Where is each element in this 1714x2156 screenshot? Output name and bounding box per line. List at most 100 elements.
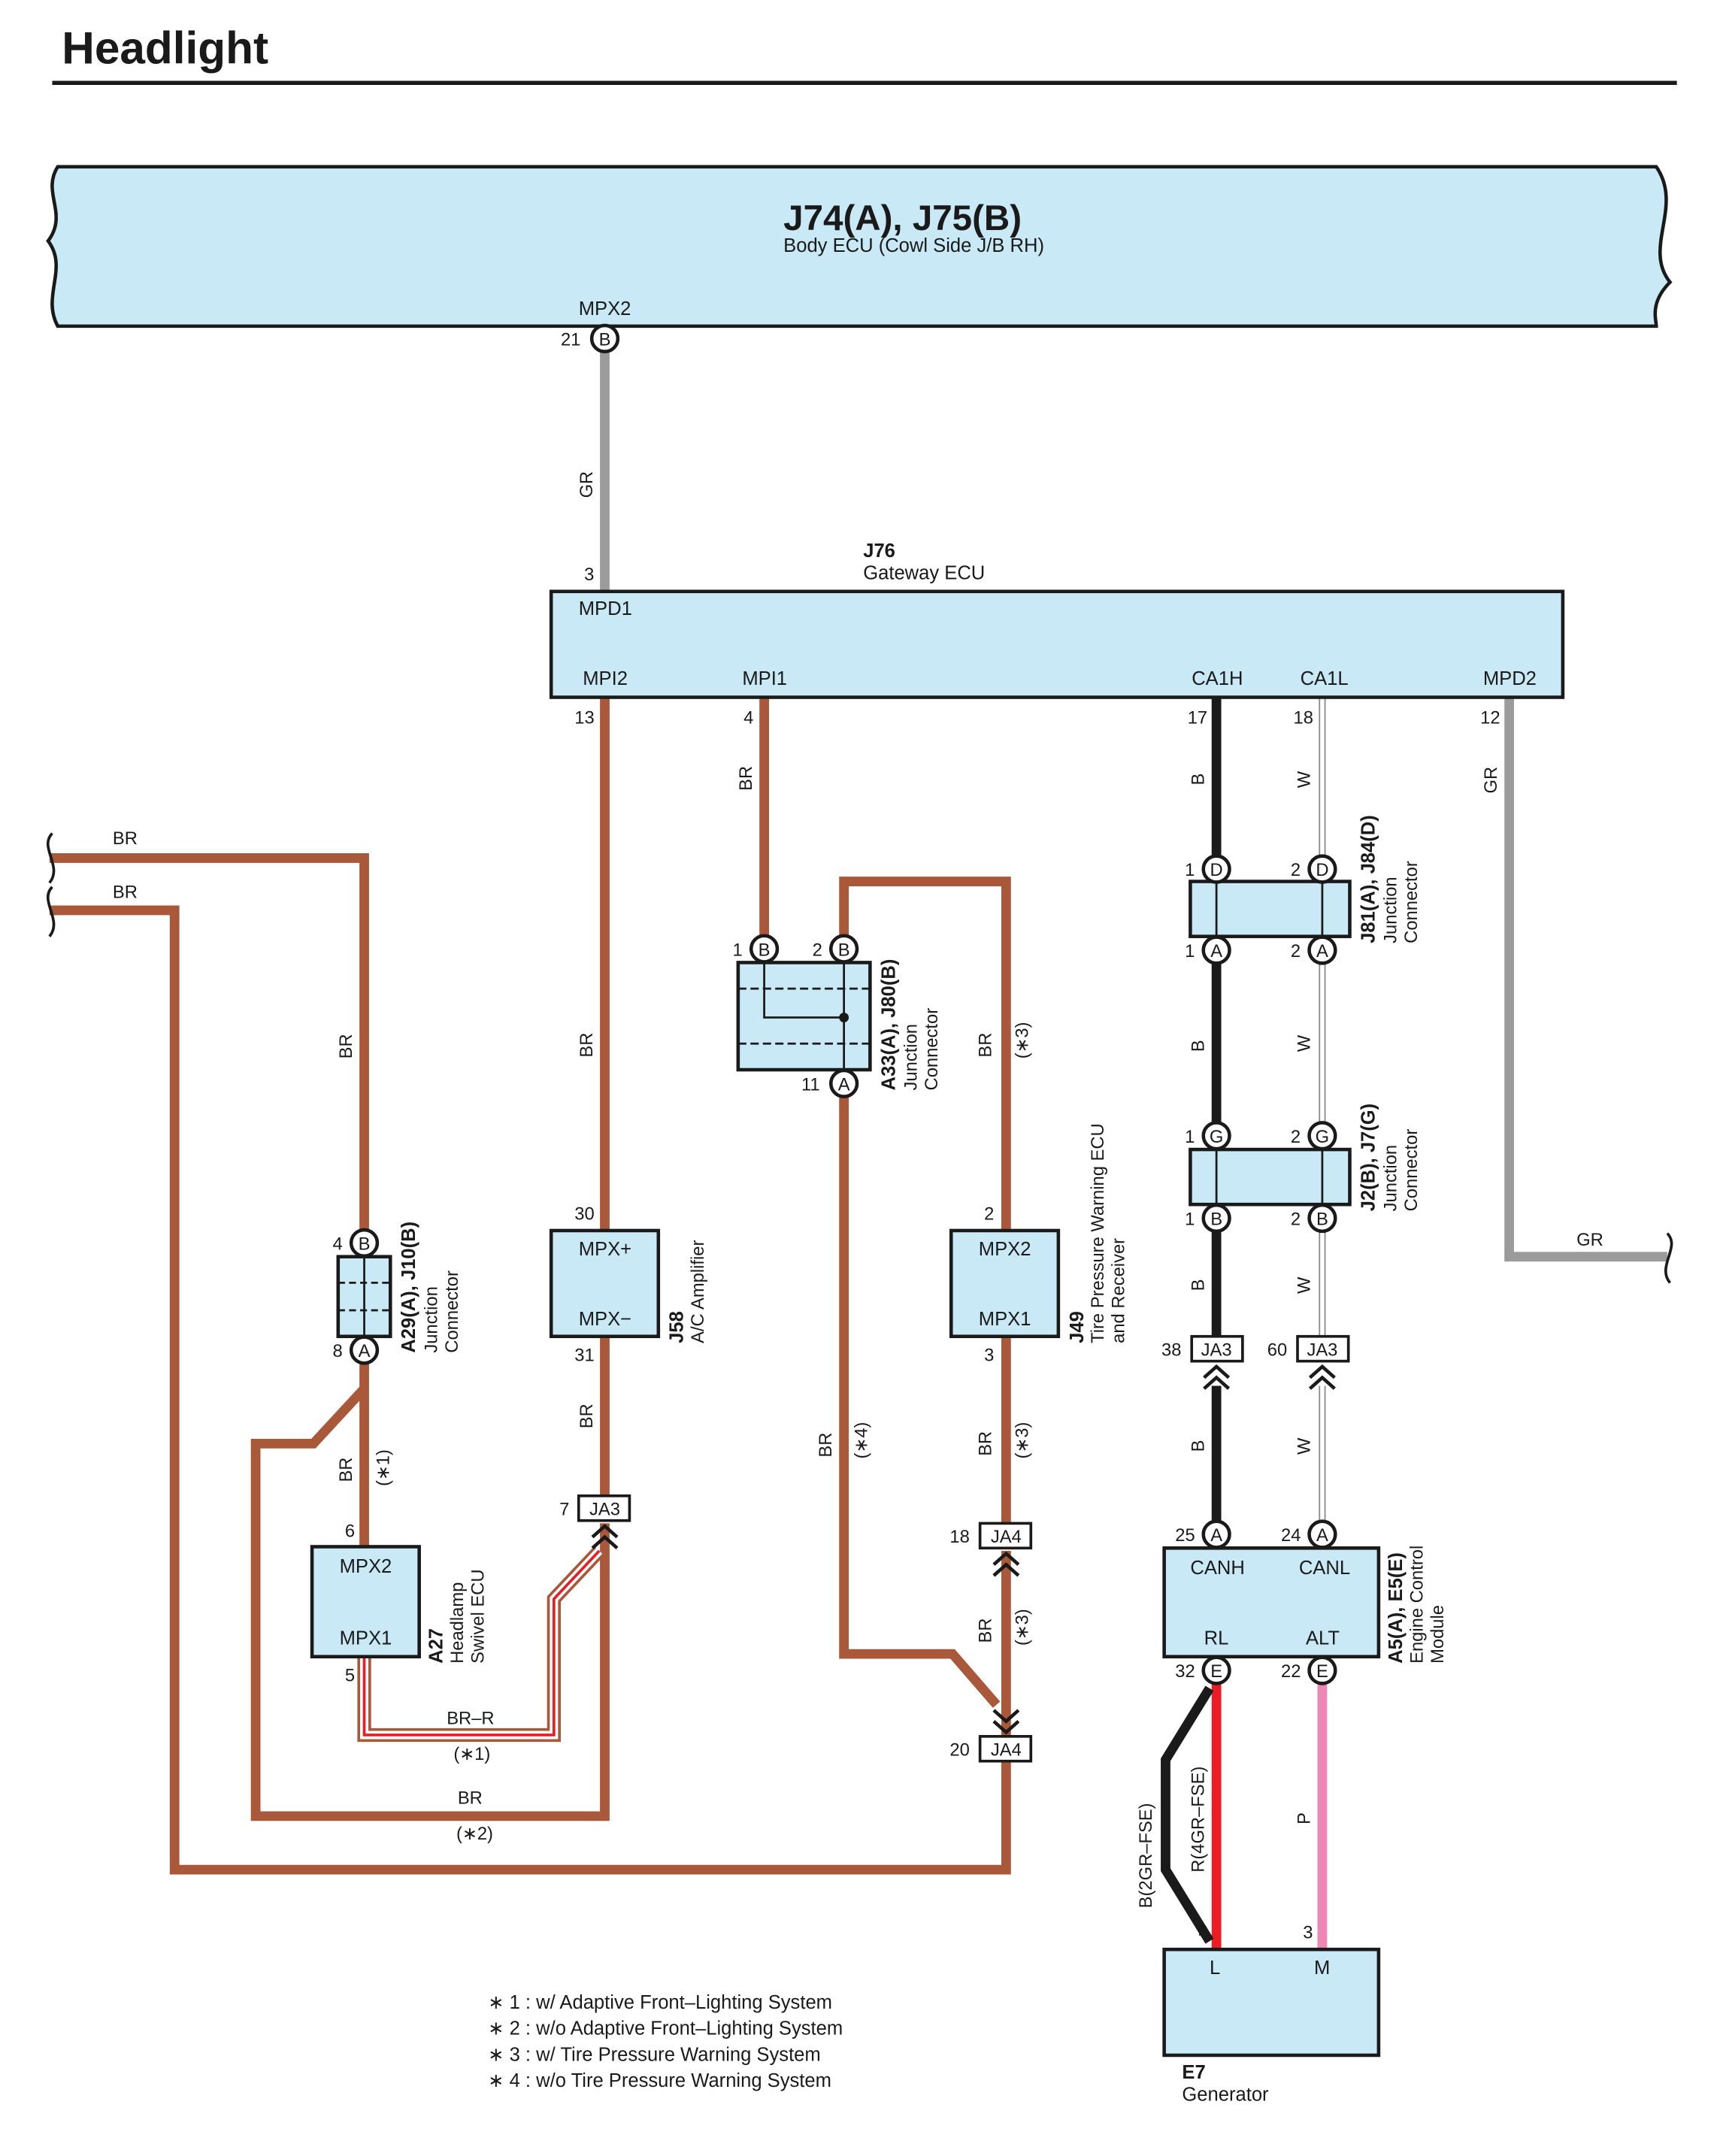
tpw-box — [949, 1228, 1061, 1339]
wire-label-br-ja4: BR — [975, 1618, 995, 1643]
pin-circle-a29-4 — [349, 1228, 380, 1258]
pin-j2-t1: 1 — [1185, 1127, 1195, 1147]
pin-ja3-7: 7 — [559, 1499, 569, 1519]
pin-tpw-3: 3 — [984, 1346, 994, 1366]
chevron-ja4-20-1 — [992, 1709, 1020, 1724]
pin-ca1l: 18 — [1294, 707, 1313, 728]
pin-a29-4: 4 — [332, 1234, 342, 1255]
pin-circle-ecm-22 — [1307, 1655, 1337, 1685]
wire-label-w-1: W — [1294, 771, 1314, 788]
wire-label-gr-mpd2: GR — [1481, 767, 1501, 794]
wire-label-br-swivel: BR — [336, 1458, 356, 1482]
pin-circle-j81-d2 — [1307, 854, 1337, 884]
wire-label-br-tpw-top: BR — [975, 1033, 995, 1058]
mark-4: (∗4) — [852, 1422, 872, 1459]
pin-ecm-25: 25 — [1175, 1525, 1195, 1546]
pin-tpw-2: 2 — [984, 1204, 994, 1224]
pin-ecm-22: 22 — [1281, 1661, 1301, 1682]
svg-text:JA4: JA4 — [991, 1527, 1022, 1547]
wire-label-br-left-1: BR — [113, 828, 138, 849]
pin-letter-body-21: B — [599, 329, 611, 350]
wire-label-w-2: W — [1294, 1034, 1314, 1052]
wire-label-w-4: W — [1294, 1437, 1314, 1455]
jc-a29-code: A29(A), J10(B) — [398, 1222, 419, 1353]
wire-label-br-v-left: BR — [336, 1034, 356, 1058]
body-ecu-box — [46, 165, 1673, 329]
ecm-box — [1162, 1546, 1381, 1659]
wire-br-a33-tpw — [839, 877, 1011, 1231]
pin-a33-2: 2 — [813, 940, 822, 960]
pin-circle-a33-1 — [749, 934, 780, 964]
swivel-code: A27 — [426, 1628, 447, 1664]
ecm-name1: Engine Control — [1407, 1546, 1427, 1664]
pin-circle-body-21 — [589, 323, 620, 353]
jc-a29-name2: Connector — [442, 1270, 462, 1353]
ac-amp-terminal-minus: MPX− — [579, 1309, 631, 1330]
wire-label-br-acamp-bot: BR — [577, 1404, 597, 1428]
chevron-ja3-7-1 — [591, 1523, 619, 1539]
wire-b-2gr — [1161, 1685, 1214, 1944]
pin-circle-j2-b1 — [1201, 1203, 1231, 1234]
ecm-terminal-alt: ALT — [1306, 1628, 1340, 1649]
gateway-terminal-mpi2: MPI2 — [583, 668, 628, 689]
page-title: Headlight — [62, 23, 268, 74]
wire-label-brr: BR–R — [447, 1708, 494, 1728]
pin-ja3-60: 60 — [1267, 1340, 1287, 1360]
mark-3-bot: (∗3) — [1013, 1609, 1033, 1646]
wire-br-left-long — [49, 905, 1011, 1875]
pin-circle-a29-8 — [349, 1335, 380, 1365]
jc-j2-name1: Junction — [1381, 1145, 1401, 1211]
wire-label-br-a33-down: BR — [816, 1433, 836, 1458]
chevron-ja3-60-1 — [1308, 1364, 1336, 1379]
jc-j2-name2: Connector — [1401, 1129, 1422, 1212]
wire-label-b-2: B — [1189, 1040, 1209, 1052]
ecm-terminal-canl: CANL — [1299, 1558, 1350, 1579]
pin-letter-ecm-32: E — [1210, 1661, 1222, 1682]
pin-ja3-38: 38 — [1161, 1340, 1181, 1360]
pin-ac-30: 30 — [574, 1204, 594, 1224]
pin-circle-j2-g1 — [1201, 1121, 1231, 1151]
jc-a29-name1: Junction — [421, 1286, 441, 1352]
gateway-terminal-mpd1: MPD1 — [579, 598, 632, 619]
tag-ja3-60: JA3 — [1296, 1334, 1350, 1363]
jc-j81 — [1189, 880, 1352, 938]
wire-label-b-3: B — [1189, 1279, 1209, 1291]
pin-j2-b2: 2 — [1291, 1210, 1301, 1230]
pin-swivel-6: 6 — [345, 1522, 355, 1542]
svg-text:JA4: JA4 — [991, 1740, 1022, 1760]
note-3: ∗ 3 : w/ Tire Pressure Warning System — [488, 2044, 821, 2065]
wire-label-gr-right: GR — [1576, 1230, 1603, 1250]
pin-ja4-18: 18 — [949, 1527, 969, 1547]
pin-circle-j2-g2 — [1307, 1121, 1337, 1151]
break-marks — [47, 832, 1673, 1284]
jc-j81-code: J81(A), J84(D) — [1358, 815, 1379, 943]
gateway-terminal-ca1l: CA1L — [1301, 668, 1349, 689]
generator-code: E7 — [1182, 2062, 1205, 2083]
pin-a33-1: 1 — [733, 940, 743, 960]
mark-3-top: (∗3) — [1013, 1022, 1033, 1058]
ecm-code: A5(A), E5(E) — [1385, 1552, 1407, 1664]
svg-text:JA3: JA3 — [1201, 1340, 1232, 1360]
note-1: ∗ 1 : w/ Adaptive Front–Lighting System — [488, 1992, 832, 2013]
pin-letter-a29-4: B — [359, 1234, 371, 1255]
gateway-name: Gateway ECU — [863, 562, 985, 583]
pin-letter-a33-1: B — [759, 940, 771, 960]
wire-label-w-3: W — [1294, 1276, 1314, 1294]
pin-circle-a33-11 — [828, 1068, 859, 1098]
tag-ja4-20: JA4 — [978, 1734, 1033, 1763]
pin-circle-j81-a1 — [1201, 935, 1231, 965]
pin-a29-8: 8 — [332, 1341, 342, 1361]
pin-letter-ecm-25: A — [1210, 1525, 1222, 1546]
jc-j81-name1: Junction — [1381, 877, 1401, 943]
break-left-1 — [47, 832, 56, 884]
pin-circle-ecm-24 — [1307, 1519, 1337, 1549]
chevron-ja3-38-1 — [1203, 1364, 1231, 1379]
ac-amp-terminal-plus: MPX+ — [579, 1239, 631, 1260]
tpw-code: J49 — [1067, 1311, 1088, 1343]
mark-1-brr: (∗1) — [453, 1744, 490, 1764]
pin-circle-j2-b2 — [1307, 1203, 1337, 1234]
jc-j81-name2: Connector — [1401, 861, 1422, 943]
svg-text:JA3: JA3 — [1307, 1340, 1337, 1360]
ac-amp-name: A/C Amplifier — [688, 1240, 708, 1343]
